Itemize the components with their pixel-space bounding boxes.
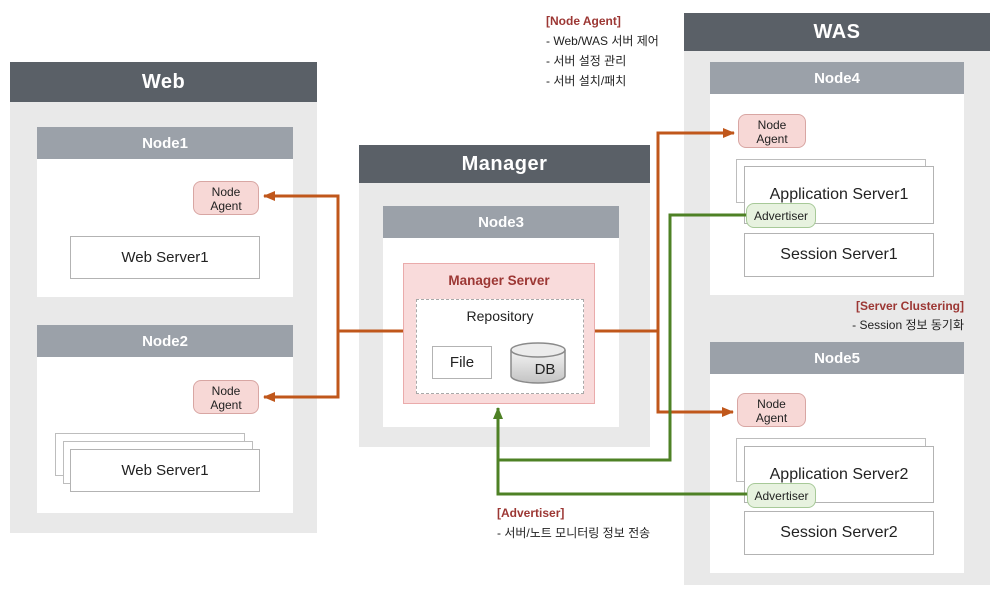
db-store: DB bbox=[509, 341, 569, 390]
node2-agent-line2: Agent bbox=[210, 398, 242, 412]
web-section-header: Web bbox=[10, 62, 317, 102]
file-label: File bbox=[449, 354, 475, 371]
node-agent-note-title: [Node Agent] bbox=[546, 14, 621, 28]
node5-session-server: Session Server2 bbox=[744, 511, 934, 555]
node1-title: Node1 bbox=[142, 134, 188, 152]
node4-advertiser-label: Advertiser bbox=[753, 208, 809, 223]
node4-session-server: Session Server1 bbox=[744, 233, 934, 277]
database-cylinder-icon: DB bbox=[510, 342, 566, 384]
db-label: DB bbox=[535, 361, 556, 378]
node3-title: Node3 bbox=[478, 213, 524, 231]
node1-node-agent: Node Agent bbox=[193, 181, 259, 215]
web-section-title: Web bbox=[141, 70, 186, 93]
node4-header: Node4 bbox=[710, 62, 964, 94]
was-section-title: WAS bbox=[813, 20, 861, 43]
node1-web-server-label: Web Server1 bbox=[121, 249, 209, 266]
node1: Node1 Node Agent Web Server1 bbox=[37, 127, 293, 297]
was-section: WAS Node4 Node Agent Application Server1… bbox=[684, 13, 990, 585]
advertiser-note: [Advertiser] - 서버/노트 모니터링 정보 전송 bbox=[497, 503, 650, 543]
node5-node-agent: Node Agent bbox=[737, 393, 806, 427]
manager-server: Manager Server Repository File bbox=[403, 263, 595, 404]
node4-agent-line2: Agent bbox=[756, 132, 788, 146]
node1-header: Node1 bbox=[37, 127, 293, 159]
node4-agent-line1: Node bbox=[757, 118, 787, 132]
node1-agent-line2: Agent bbox=[210, 199, 242, 213]
advertiser-note-title: [Advertiser] bbox=[497, 506, 565, 520]
node2-agent-line1: Node bbox=[211, 384, 241, 398]
node5: Node5 Node Agent Application Server2 Adv… bbox=[710, 342, 964, 573]
node5-application-server-label: Application Server2 bbox=[769, 465, 909, 483]
repository-title: Repository bbox=[466, 308, 534, 324]
node2-title: Node2 bbox=[142, 332, 188, 350]
node-agent-note-line: - Web/WAS 서버 제어 bbox=[546, 34, 659, 48]
node-agent-note-line: - 서버 설정 관리 bbox=[546, 54, 627, 68]
node4-application-server-label: Application Server1 bbox=[769, 186, 909, 203]
manager-server-title: Manager Server bbox=[448, 273, 550, 288]
advertiser-note-line: - 서버/노트 모니터링 정보 전송 bbox=[497, 526, 651, 540]
node1-web-server: Web Server1 bbox=[70, 236, 260, 279]
node3: Node3 Manager Server Repository File bbox=[383, 206, 619, 427]
node5-advertiser: Advertiser bbox=[747, 483, 816, 508]
manager-section: Manager Node3 Manager Server Repository … bbox=[359, 145, 650, 447]
node1-agent-line1: Node bbox=[211, 185, 241, 199]
node5-title: Node5 bbox=[814, 349, 860, 367]
node5-agent-line2: Agent bbox=[755, 411, 788, 425]
node2-header: Node2 bbox=[37, 325, 293, 357]
node2-web-server: Web Server1 bbox=[70, 449, 260, 492]
node2-web-server-label: Web Server1 bbox=[121, 462, 209, 479]
server-clustering-note: [Server Clustering] - Session 정보 동기화 bbox=[852, 297, 964, 335]
node4-session-server-label: Session Server1 bbox=[780, 246, 898, 263]
node4-advertiser: Advertiser bbox=[746, 203, 816, 228]
server-clustering-note-title: [Server Clustering] bbox=[855, 299, 964, 313]
manager-section-title: Manager bbox=[461, 152, 548, 175]
repository: Repository File bbox=[416, 299, 584, 394]
node4-node-agent: Node Agent bbox=[738, 114, 806, 148]
node3-header: Node3 bbox=[383, 206, 619, 238]
node-agent-note-line: - 서버 설치/패치 bbox=[546, 74, 627, 88]
server-clustering-note-line: - Session 정보 동기화 bbox=[852, 318, 964, 332]
node5-header: Node5 bbox=[710, 342, 964, 374]
file-store: File bbox=[432, 346, 492, 379]
was-section-header: WAS bbox=[684, 13, 990, 51]
node2-node-agent: Node Agent bbox=[193, 380, 259, 414]
web-section: Web Node1 Node Agent Web Server1 Node2 N… bbox=[10, 62, 317, 533]
node-agent-note: [Node Agent] - Web/WAS 서버 제어 - 서버 설정 관리 … bbox=[546, 11, 659, 91]
node4: Node4 Node Agent Application Server1 Adv… bbox=[710, 62, 964, 295]
node5-agent-line1: Node bbox=[757, 397, 786, 411]
node4-title: Node4 bbox=[814, 69, 860, 87]
manager-section-header: Manager bbox=[359, 145, 650, 183]
node5-advertiser-label: Advertiser bbox=[754, 488, 809, 503]
node5-session-server-label: Session Server2 bbox=[780, 524, 898, 541]
node2: Node2 Node Agent Web Server1 bbox=[37, 325, 293, 513]
